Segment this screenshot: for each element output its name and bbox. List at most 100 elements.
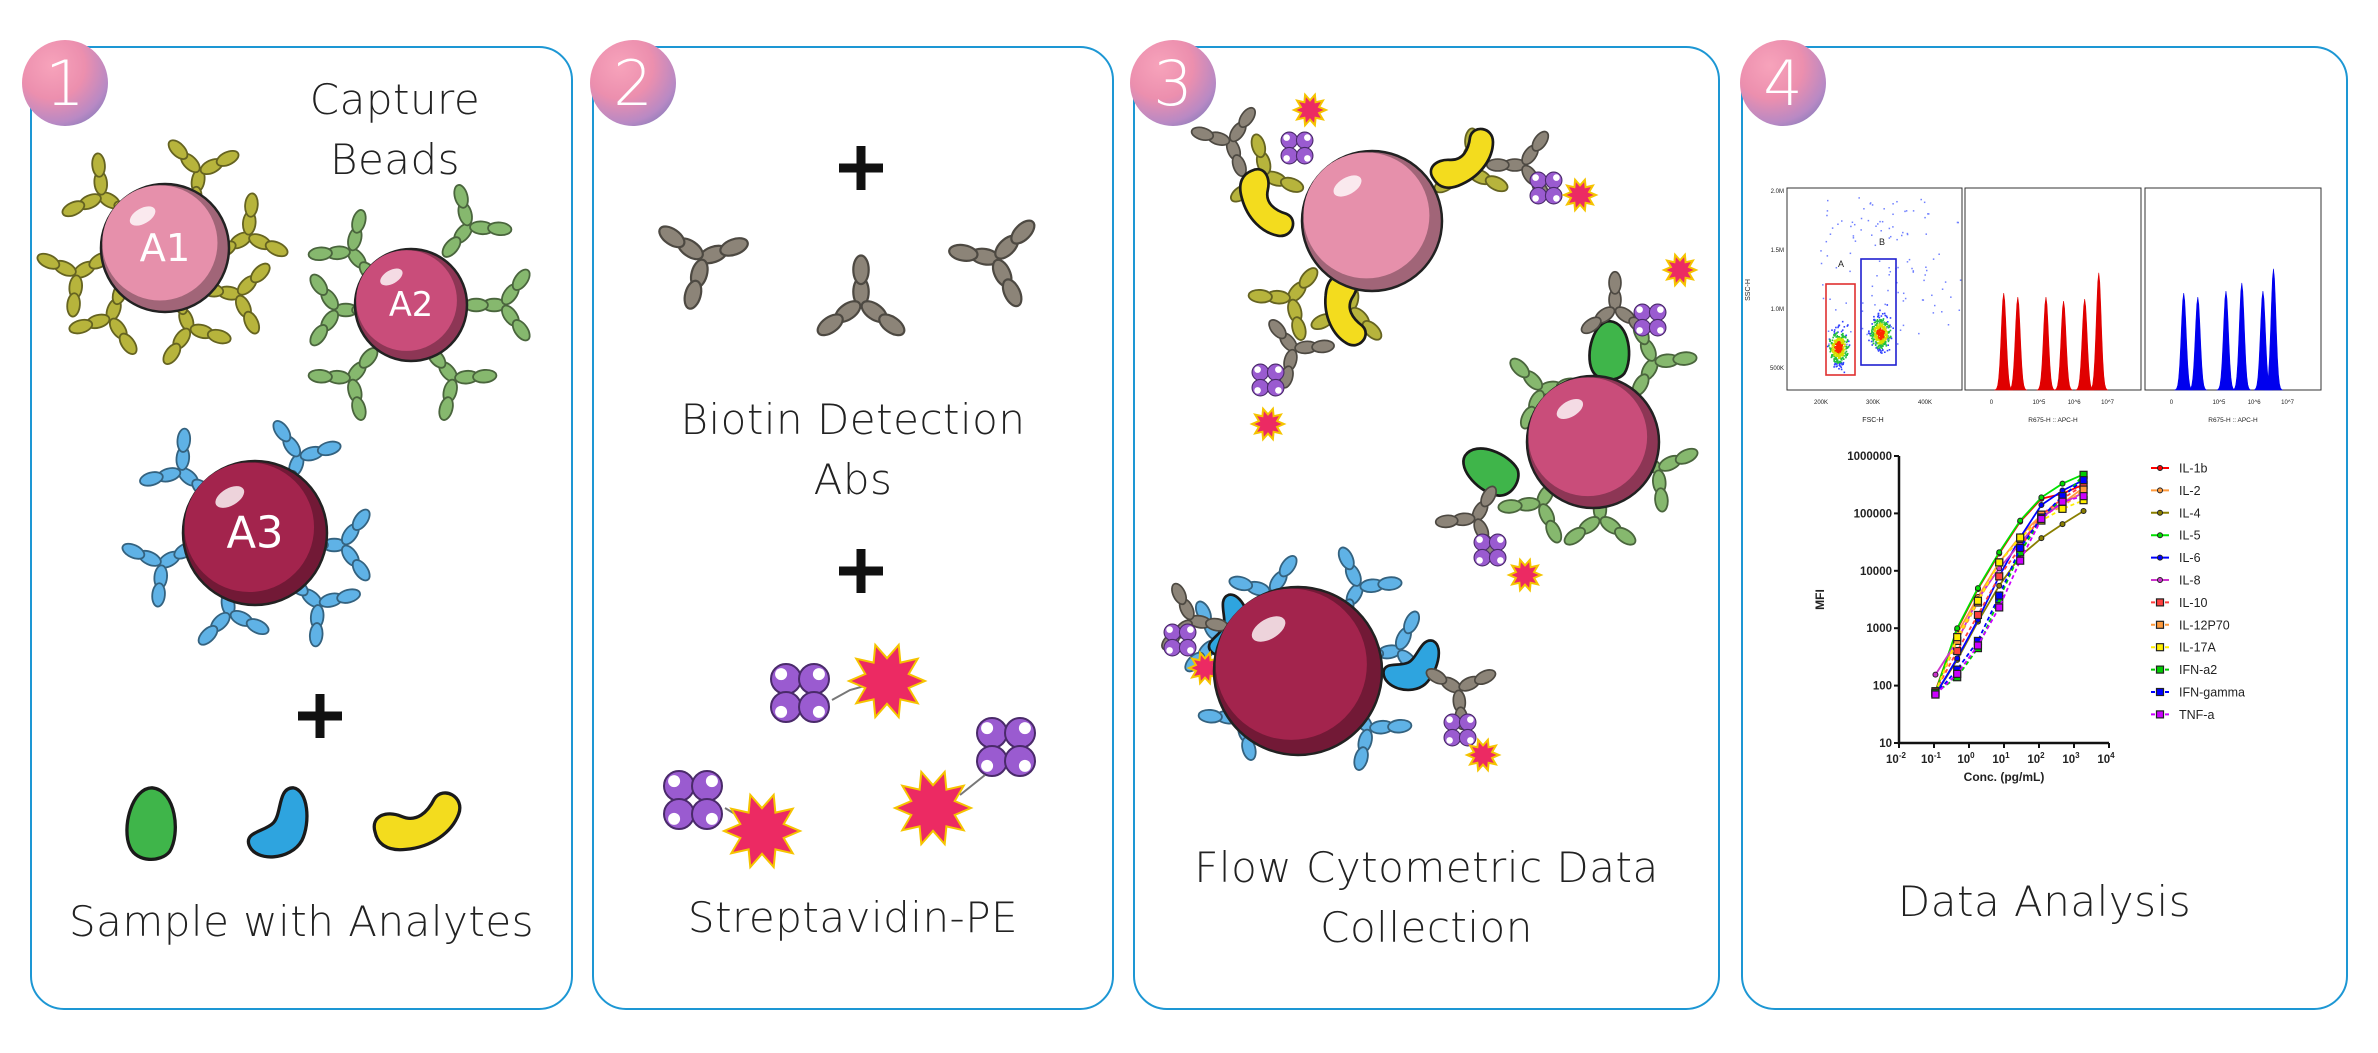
event-dot (1835, 358, 1838, 361)
analyte-shape (372, 791, 462, 852)
event-dot (1932, 258, 1935, 260)
event-dot (1938, 253, 1940, 256)
event-dot (1882, 339, 1884, 342)
gate-b (1860, 258, 1897, 366)
antibody-icon (1161, 582, 1229, 651)
event-dot (1927, 213, 1930, 215)
event-dot (1892, 203, 1894, 205)
antibody-domain (250, 262, 271, 284)
biotin-pocket (1553, 174, 1560, 181)
event-dot (1923, 279, 1925, 282)
histogram-xtick: 10^6 (2068, 400, 2081, 406)
event-dot (1882, 330, 1885, 332)
event-dot (1846, 352, 1849, 355)
series-line-TNF-a (1934, 495, 2084, 696)
histogram-peak (2089, 272, 2109, 391)
biotin-pocket (1467, 716, 1474, 723)
event-dot (1883, 341, 1886, 343)
antibody-domain (438, 396, 454, 421)
event-dot (1879, 344, 1881, 347)
biotin-pocket (1497, 536, 1504, 543)
data-point (2037, 514, 2046, 524)
bead-highlight (215, 486, 245, 508)
event-dot (1875, 336, 1877, 338)
event-dot (1830, 349, 1832, 351)
linker (959, 774, 986, 796)
event-dot (1845, 334, 1848, 337)
antibody-domain (1171, 582, 1188, 606)
event-dot (1831, 346, 1833, 349)
event-dot (1877, 314, 1880, 317)
step-3-badge: 3 (1130, 40, 1216, 126)
event-dot (1880, 345, 1883, 348)
event-dot (1876, 336, 1879, 338)
data-point (1995, 603, 2004, 612)
biotin-pocket (1446, 716, 1453, 723)
bead-highlight (1556, 399, 1584, 419)
event-dot (1887, 340, 1890, 343)
event-dot (1822, 284, 1824, 286)
event-dot (1884, 351, 1886, 354)
event-dot (1876, 329, 1879, 332)
event-dot (1925, 233, 1928, 235)
event-dot (1876, 337, 1879, 340)
event-dot (1906, 261, 1909, 263)
flow-line1: Flow Cytometric Data (1194, 843, 1659, 892)
event-dot (1905, 210, 1908, 212)
data-point (1954, 655, 1961, 662)
event-dot (1877, 327, 1879, 330)
event-dot (1831, 354, 1833, 356)
biotin-pocket (1166, 647, 1173, 654)
capture-bead (1212, 585, 1384, 757)
event-dot (1882, 345, 1884, 347)
event-dot (1885, 337, 1888, 339)
event-dot (1874, 304, 1876, 306)
event-dot (1870, 335, 1873, 337)
event-dot (1842, 336, 1844, 338)
event-dot (1837, 350, 1839, 353)
event-dot (1878, 323, 1881, 325)
legend-label: TNF-a (2179, 708, 2214, 722)
event-dot (1876, 346, 1878, 349)
event-dot (1902, 324, 1905, 327)
event-dot (1923, 201, 1926, 204)
legend-label: IL-5 (2179, 529, 2201, 543)
event-dot (1835, 332, 1838, 335)
event-dot (1837, 349, 1839, 351)
event-dot (1842, 350, 1845, 353)
event-dot (1846, 343, 1848, 346)
event-dot (1880, 350, 1882, 352)
pe-star-icon (892, 769, 974, 847)
event-dot (1874, 330, 1877, 332)
antibody-domain (1190, 126, 1215, 142)
event-dot (1875, 320, 1877, 323)
event-dot (1820, 262, 1823, 265)
event-dot (1848, 344, 1851, 346)
event-dot (1845, 355, 1847, 357)
event-dot (1879, 309, 1881, 312)
event-dot (1888, 326, 1891, 328)
biotin-pocket (1304, 134, 1311, 141)
biotin-pocket (1532, 174, 1539, 181)
antibody-domain (36, 252, 61, 270)
pe-star-icon (1506, 557, 1544, 593)
event-dot (1888, 267, 1890, 269)
plus-icon (298, 694, 342, 738)
event-dot (1881, 341, 1884, 344)
event-dot (1889, 235, 1892, 238)
antibody-domain (1672, 351, 1698, 366)
event-dot (1892, 327, 1895, 330)
event-dot (1881, 337, 1883, 340)
event-dot (1850, 330, 1852, 333)
event-dot (1877, 339, 1879, 341)
antibody-domain (1361, 320, 1383, 341)
event-dot (1835, 355, 1837, 357)
antibody-domain (316, 440, 342, 457)
scatter-ylabel: SSC-H (1745, 279, 1752, 301)
event-dot (1828, 345, 1830, 347)
event-dot (1836, 331, 1838, 334)
antibody-domain (472, 368, 498, 384)
event-dot (1912, 210, 1915, 212)
data-point (2016, 543, 2025, 553)
event-dot (1839, 339, 1842, 342)
